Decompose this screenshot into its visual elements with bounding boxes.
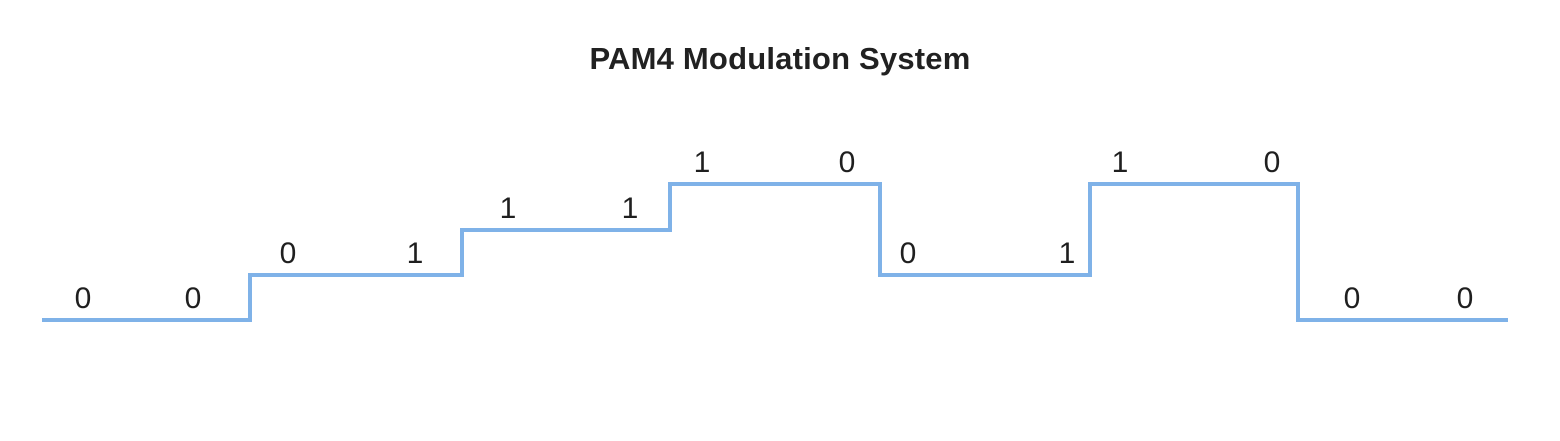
bit-label: 1: [622, 192, 639, 225]
bit-label: 0: [1457, 282, 1474, 315]
bit-label: 1: [1059, 237, 1076, 270]
figure-title: PAM4 Modulation System: [589, 41, 971, 76]
bit-label: 0: [1344, 282, 1361, 315]
bit-label: 0: [839, 146, 856, 179]
bit-label: 0: [900, 237, 917, 270]
bit-label: 1: [1112, 146, 1129, 179]
bit-label: 0: [75, 282, 92, 315]
bit-label: 1: [407, 237, 424, 270]
bit-label: 0: [185, 282, 202, 315]
bit-label: 1: [694, 146, 711, 179]
bit-label: 0: [280, 237, 297, 270]
bit-label: 1: [500, 192, 517, 225]
waveform-path: [42, 182, 1508, 322]
bit-label: 0: [1264, 146, 1281, 179]
